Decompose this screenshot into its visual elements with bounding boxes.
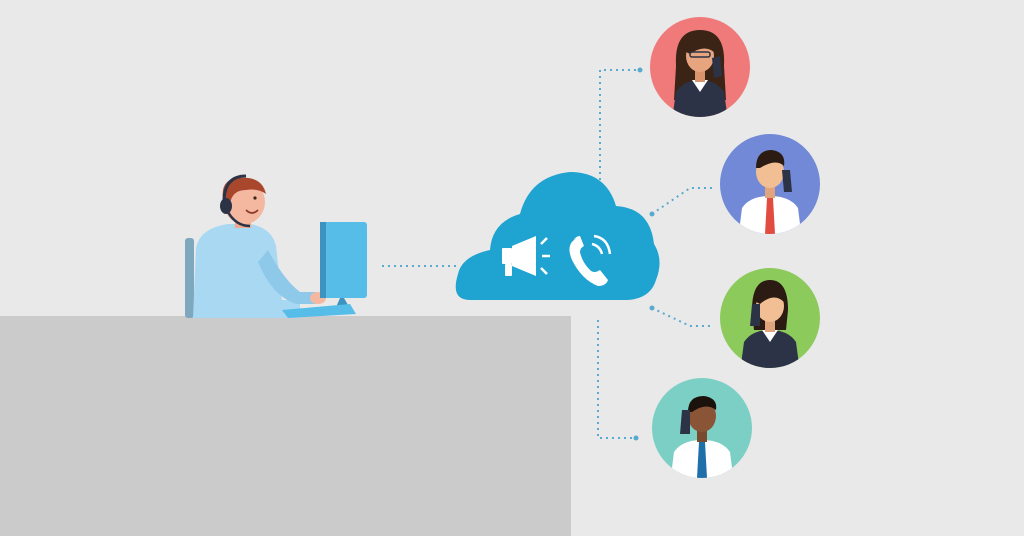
agent-illustration	[185, 174, 367, 318]
customer-2-neck	[765, 186, 775, 198]
connector-dot	[633, 435, 639, 441]
agent-arm	[258, 250, 316, 304]
phone-icon	[569, 234, 612, 286]
customer-4-phone-hand	[680, 410, 690, 434]
customer-4-avatar	[652, 378, 752, 478]
customer-2-avatar	[720, 134, 820, 234]
customer-3-collar	[762, 330, 778, 342]
connector-dot	[649, 211, 655, 217]
customer-1-avatar	[650, 17, 750, 117]
customer-2-hair	[756, 150, 785, 168]
headset-band	[222, 174, 247, 203]
customer-1-neck	[695, 70, 705, 82]
cloud	[455, 172, 660, 300]
customer-1-phone-hand	[712, 56, 722, 78]
customer-3-phone-hand	[750, 304, 760, 326]
customer-4-hair	[688, 396, 717, 412]
customer-3-body	[740, 330, 800, 368]
customer-2-phone-hand	[782, 170, 792, 192]
customer-1-body	[672, 80, 728, 117]
connectors	[382, 69, 712, 439]
headset-mic	[226, 211, 251, 228]
agent-smile	[245, 209, 259, 214]
customer-4-neck	[697, 430, 707, 442]
customer-1-glasses	[689, 51, 711, 58]
connector-customer-3	[651, 307, 712, 327]
customer-3-avatar	[720, 268, 820, 368]
monitor-edge	[320, 222, 326, 298]
customer-4-tie	[697, 442, 707, 478]
cloud-shape	[455, 172, 660, 300]
chair-back	[185, 238, 194, 318]
headset-ear	[220, 198, 232, 214]
agent-eye	[253, 196, 257, 200]
customer-3-neck	[765, 320, 775, 332]
connector-customer-1	[599, 69, 640, 180]
agent-torso	[193, 224, 300, 318]
keyboard	[282, 304, 356, 318]
connector-dot	[649, 305, 655, 311]
megaphone-icon	[502, 236, 550, 276]
connector-arrowheads	[633, 67, 655, 441]
agent-hair	[222, 177, 266, 204]
customer-2-tie	[765, 198, 775, 234]
connector-customer-2	[651, 187, 712, 215]
connector-customer-4	[597, 320, 636, 439]
customer-1-bangs	[686, 37, 714, 54]
desk	[0, 316, 571, 536]
monitor-screen	[323, 222, 367, 298]
customer-1-collar	[692, 80, 708, 92]
connector-dot	[637, 67, 643, 73]
customer-3-bangs	[756, 287, 784, 304]
